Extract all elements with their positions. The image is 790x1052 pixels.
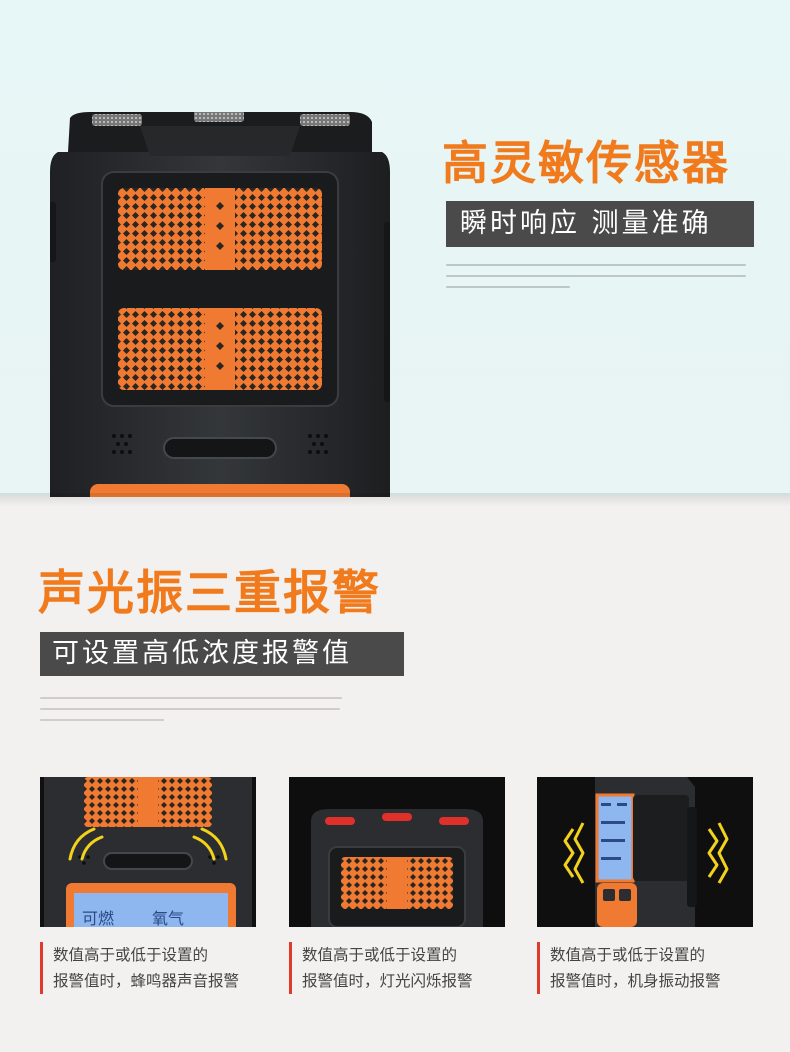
sensor-grille-icon [92,114,142,126]
sound-alarm-description: 数值高于或低于设置的 报警值时，蜂鸣器声音报警 [40,942,270,994]
light-alarm-card [289,777,505,927]
desc-line-1: 数值高于或低于设置的 [550,946,706,964]
sensor-feature-subtitle: 瞬时响应 测量准确 [446,201,754,247]
lcd-label-oxygen: 氧气 [152,909,185,927]
vibration-icon [563,822,729,884]
alarm-feature-subtitle: 可设置高低浓度报警值 [40,632,404,676]
vibration-alarm-description: 数值高于或低于设置的 报警值时，机身振动报警 [537,942,767,994]
speaker-holes-icon [112,434,328,454]
gas-detector-device-image [50,112,390,497]
alarm-feature-title: 声光振三重报警 [38,566,381,621]
alarm-fine-print-decoration [40,697,344,727]
sensor-feature-section: 高灵敏传感器 瞬时响应 测量准确 [0,0,790,497]
sound-alarm-card: 可燃 氧气 [40,777,256,927]
vibration-alarm-card [537,777,753,927]
desc-line-2: 报警值时，机身振动报警 [550,972,721,990]
desc-line-2: 报警值时，灯光闪烁报警 [302,972,473,990]
alarm-light-icon [325,813,469,825]
desc-line-2: 报警值时，蜂鸣器声音报警 [53,972,240,990]
sound-wave-icon [68,827,228,861]
lcd-label-combustible: 可燃 [82,909,115,927]
desc-line-1: 数值高于或低于设置的 [53,946,209,964]
section-divider-shadow [0,493,790,507]
sensor-feature-title: 高灵敏传感器 [442,136,730,190]
sensor-fine-print-decoration [446,264,750,294]
desc-line-1: 数值高于或低于设置的 [302,946,458,964]
light-alarm-description: 数值高于或低于设置的 报警值时，灯光闪烁报警 [289,942,519,994]
